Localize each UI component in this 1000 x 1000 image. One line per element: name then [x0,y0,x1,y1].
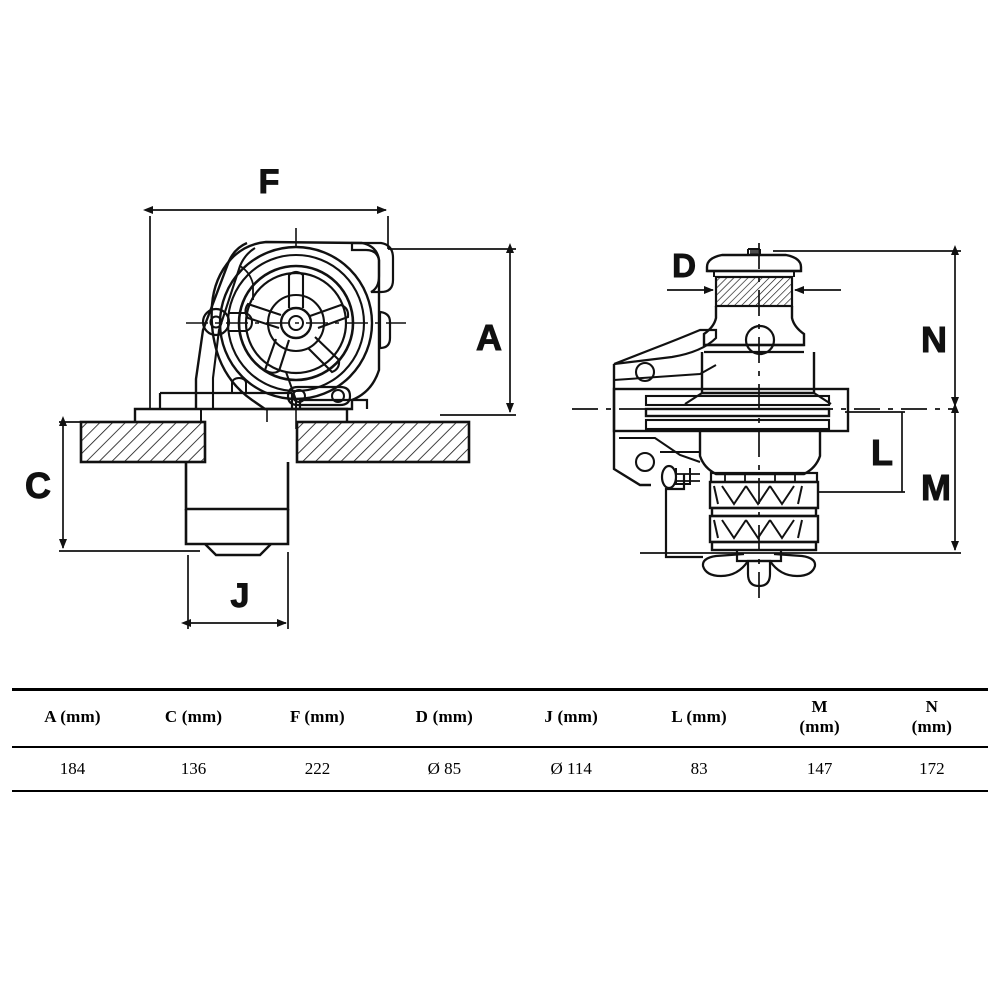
clutch-lever-body [286,385,352,407]
table-rule-middle [12,746,988,749]
capstan-knurled-band [714,275,794,308]
bracket-hole-top [634,361,656,383]
dim-label-L: L [871,432,893,473]
main-body-band [612,387,850,433]
dimension-L [817,411,905,493]
dim-label-C: C [25,465,51,506]
bracket-lower-fold [619,437,701,463]
dim-label-D: D [672,247,696,284]
col-header-n-symbol: N [925,697,939,716]
value-d: Ø 85 [427,759,462,779]
deck-flange-left [79,420,207,464]
value-a: 184 [59,759,86,779]
motor-housing-lower [184,509,290,546]
chain-stripper-inner [211,247,256,409]
windlass-drawing-svg: F A C [25,163,961,629]
base-plate-outline [133,407,349,422]
value-n: 172 [919,759,945,779]
gypsy-bottom-plate [710,540,818,552]
dimension-A [388,243,516,416]
motor-housing-upper [184,462,290,511]
gearbox-shoulder [684,392,832,405]
dim-label-N: N [921,319,947,360]
table-rule-top [12,688,988,691]
value-m: 147 [806,759,833,779]
dimension-C [59,416,200,552]
gypsy-mid-plate [710,506,818,518]
dim-label-J: J [231,577,250,615]
capstan-top-boss [747,248,761,255]
dimension-specification-table: A (mm) C (mm) F (mm) D (mm) J (mm) L (mm… [12,691,988,746]
capstan-drum-flare [702,306,806,347]
col-header-n-unit: (mm) [911,716,953,736]
capstan-top-cap [705,253,803,273]
bracket-hole-bottom [634,451,656,473]
dimension-F [143,206,389,409]
clutch-lever-pin-1 [292,389,306,403]
spec-table-wrapper: A (mm) C (mm) F (mm) D (mm) J (mm) L (mm… [12,688,988,793]
table-head: A (mm) C (mm) F (mm) D (mm) J (mm) L (mm… [12,691,988,746]
dimension-values-table: 184 136 222 Ø 85 Ø 114 83 147 172 [12,748,988,790]
col-header-l: L (mm) [671,706,727,726]
dimension-N [773,245,961,407]
motor-end-cap [204,543,272,557]
lifting-eye [350,241,395,294]
left-view-group: F A C [25,163,516,629]
col-header-n: N (mm) [876,691,988,746]
col-header-j: J (mm) [544,706,599,726]
drum-base-rings [704,343,804,354]
side-boss [378,310,392,350]
value-c: 136 [180,759,207,779]
technical-drawing-area: F A C [25,163,961,629]
value-j: Ø 114 [550,759,592,779]
clutch-wing-left [701,552,749,578]
gypsy-lower-teeth [713,519,803,540]
col-header-f: F (mm) [290,706,345,726]
body-slot-1 [644,394,831,407]
col-header-m: M (mm) [763,691,875,746]
clutch-wing-right [769,552,817,578]
bracket-top-wing [613,328,718,366]
clutch-linkage-pins [676,473,700,482]
col-header-d: D (mm) [415,706,474,726]
bracket-top-fold [613,364,717,381]
dim-label-M: M [921,467,951,508]
dim-label-F: F [259,163,280,201]
gypsy-upper-teeth [713,485,803,506]
col-header-c: C (mm) [164,706,223,726]
stripper-link [229,312,254,332]
chainwheel-stack [708,471,820,552]
col-header-m-unit: (mm) [799,716,840,736]
dimension-M [640,403,961,554]
col-header-a: A (mm) [44,706,101,726]
table-header-row: A (mm) C (mm) F (mm) D (mm) J (mm) L (mm… [12,691,988,746]
gearbox-lower-taper [698,431,822,476]
dimension-J [181,552,289,629]
value-l: 83 [690,759,708,779]
gypsy-top-ribs [724,473,796,482]
deck-flange-right [295,420,471,464]
value-f: 222 [304,759,331,779]
gearbox-inspection-boss [744,324,776,356]
clutch-lever-pin-2 [331,389,345,403]
stripper-pivot-inner [209,315,223,329]
body-slot-3 [644,418,831,431]
table-rule-bottom [12,790,988,793]
dim-label-A: A [476,317,502,358]
gypsy-spokes [244,270,350,374]
gearbox-plinth [158,391,294,409]
clutch-linkage-roller [660,464,678,490]
table-row: 184 136 222 Ø 85 Ø 114 83 147 172 [12,748,988,790]
capstan-cap-skirt [713,271,795,277]
capstan-boss-lines [750,250,758,254]
chainwheel-assembly [194,240,395,411]
gypsy-center-bore [288,315,304,331]
table-body: 184 136 222 Ø 85 Ø 114 83 147 172 [12,748,988,790]
right-view-group: D N M [572,243,961,600]
chain-stripper-outer [194,241,248,409]
col-header-m-symbol: M [811,697,828,716]
gearbox-upper-body [700,352,816,395]
body-slot-2 [644,407,831,418]
